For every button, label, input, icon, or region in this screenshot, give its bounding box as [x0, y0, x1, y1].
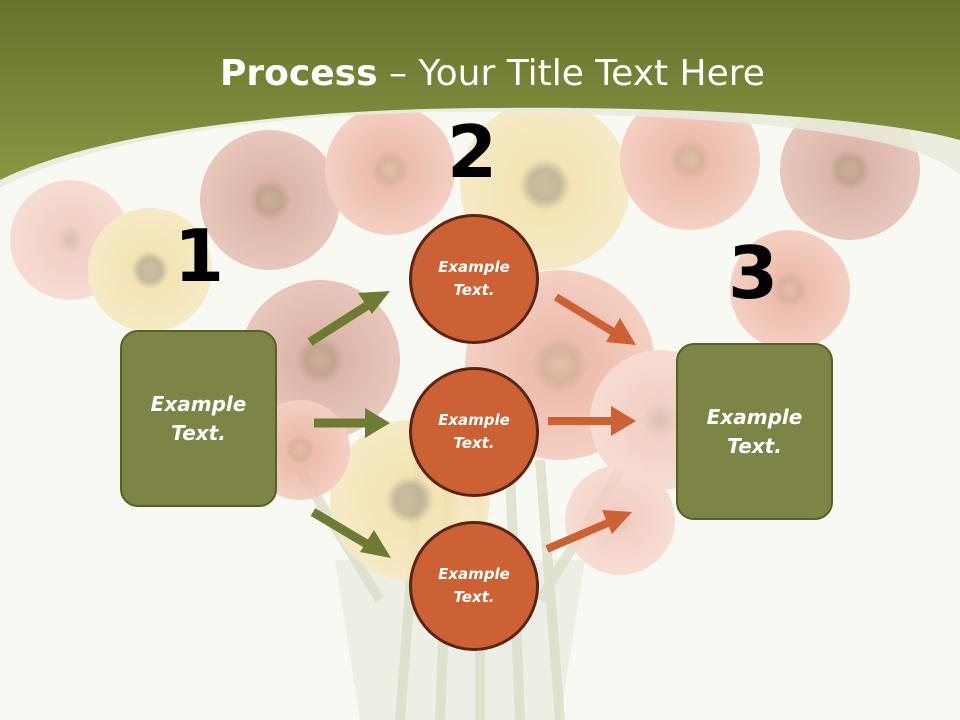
- arrow-to-circle-3: [310, 508, 391, 558]
- title-rest: – Your Title Text Here: [377, 53, 765, 94]
- process-circle-3: Example Text.: [409, 521, 539, 651]
- slide-title: Process – Your Title Text Here: [0, 52, 960, 96]
- process-circle-3-text: Example Text.: [438, 565, 510, 606]
- right-arrows: [545, 293, 636, 553]
- arrow-to-circle-2: [314, 408, 390, 438]
- process-circle-2: Example Text.: [409, 367, 539, 497]
- process-circle-1-text: Example Text.: [438, 258, 510, 299]
- input-box-text: Example Text.: [150, 391, 247, 445]
- arrow-from-circle-3: [545, 510, 632, 553]
- header-banner: [0, 0, 960, 188]
- input-box: Example Text.: [120, 330, 277, 507]
- process-circle-2-text: Example Text.: [438, 411, 510, 452]
- step-number-1: 1: [173, 214, 225, 298]
- arrow-to-circle-1: [307, 291, 390, 346]
- arrow-from-circle-1: [553, 293, 636, 345]
- step-number-3: 3: [727, 231, 779, 315]
- process-circle-1: Example Text.: [409, 214, 539, 344]
- arrow-from-circle-2: [548, 406, 636, 436]
- left-arrows: [307, 291, 391, 558]
- title-bold: Process: [220, 53, 378, 94]
- output-box: Example Text.: [676, 343, 833, 520]
- output-box-text: Example Text.: [706, 404, 803, 458]
- step-number-2: 2: [446, 110, 498, 194]
